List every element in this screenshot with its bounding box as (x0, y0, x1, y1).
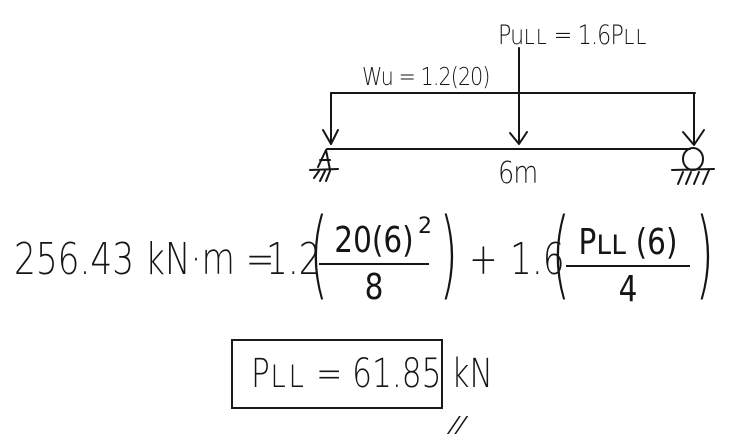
term1-right-paren: ) (439, 198, 459, 310)
term2-left-paren: ( (551, 198, 571, 310)
udl-left-arrowhead (322, 129, 339, 145)
term1-denominator: 8 (364, 267, 384, 308)
term1-fraction-bar (319, 263, 429, 265)
result-box: Pʟʟ = 61.85 kN (231, 339, 493, 409)
moment-equation: 256.43 kN·m = 1.2 ( 20(6) 8 2 ) + 1.6 ( … (14, 206, 724, 322)
plus-sign: + (469, 234, 498, 285)
term1-numerator: 20(6) (334, 220, 414, 261)
term1-fraction: 20(6) 8 (319, 220, 429, 308)
distributed-load-label: Wu = 1.2(20) (362, 62, 490, 91)
result-text: Pʟʟ = 61.85 kN (251, 351, 493, 397)
term1-coefficient: 1.2 (266, 234, 321, 285)
pin-support-icon (309, 149, 339, 182)
term2-right-paren: ) (695, 198, 715, 310)
term1-left-paren: ( (309, 198, 329, 310)
point-load-arrowhead (509, 131, 528, 145)
term2-fraction-bar (566, 265, 690, 267)
term2-numerator: Pʟʟ (6) (578, 222, 678, 263)
term2-fraction: Pʟʟ (6) 4 (566, 222, 690, 310)
term2-denominator: 4 (618, 269, 638, 310)
udl-right-arrowhead (682, 129, 705, 146)
term1-exponent: 2 (418, 214, 432, 239)
equation-lhs: 256.43 kN·m = (14, 234, 275, 285)
term2-coefficient: 1.6 (510, 234, 565, 285)
roller-support-icon (671, 147, 715, 185)
point-load-label: Puʟʟ = 1.6Pʟʟ (498, 20, 648, 51)
span-length-label: 6m (498, 156, 538, 191)
